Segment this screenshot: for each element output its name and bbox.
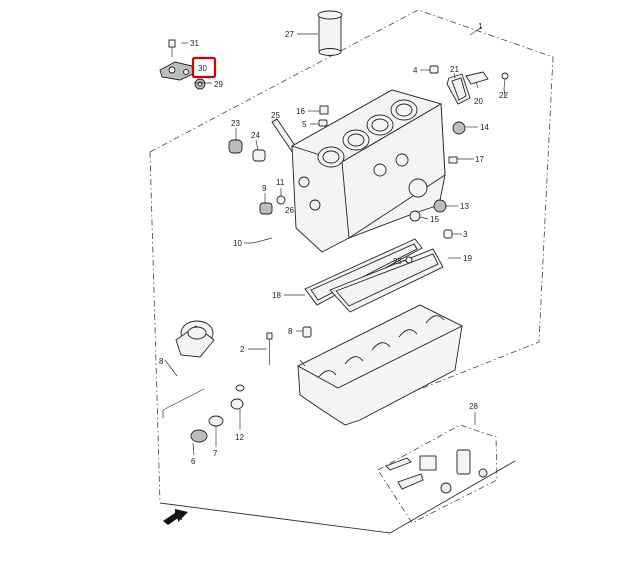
part-17-fitting (448, 156, 458, 164)
callout-labels: 1 2 3 4 5 6 7 8 8 9 10 11 12 13 14 15 16… (159, 22, 508, 466)
callout-28: 28 (469, 402, 478, 411)
part-25-bolt (405, 256, 413, 264)
callout-30: 30 (198, 64, 207, 73)
callout-31: 31 (190, 39, 199, 48)
callout-16: 16 (296, 107, 305, 116)
part-8-plug-upper (302, 326, 312, 338)
callout-14: 14 (480, 123, 489, 132)
part-16-stud (319, 105, 329, 115)
part-13-plug (433, 199, 447, 213)
part-31-bolt (168, 39, 176, 57)
callout-25a: 25 (271, 111, 280, 120)
callout-7: 7 (213, 449, 218, 458)
assembly-frame (149, 9, 554, 534)
part-30-bracket (159, 61, 194, 81)
part-3-plug (443, 229, 453, 239)
highlight-box (191, 56, 217, 79)
callout-24: 24 (251, 131, 260, 140)
part-7-fitting (208, 415, 224, 427)
part-2-bolt (266, 332, 273, 365)
callout-26: 26 (285, 206, 294, 215)
callout-19: 19 (463, 254, 472, 263)
leader-lines (181, 33, 506, 456)
front-label: FR (172, 513, 183, 522)
callout-13: 13 (460, 202, 469, 211)
part-oil-adapter (175, 320, 215, 358)
callout-1: 1 (478, 22, 483, 31)
part-20-cover (465, 71, 489, 85)
part-24-dowel (252, 149, 266, 162)
callout-9: 9 (262, 184, 267, 193)
part-15-seal (409, 210, 421, 222)
part-11-washer (276, 195, 286, 205)
cylinder-block (290, 89, 446, 253)
callout-15: 15 (430, 215, 439, 224)
part-19-gasket (329, 248, 444, 313)
part-9-plug (259, 202, 273, 215)
part-10-pin (252, 237, 273, 244)
part-5-plug (318, 119, 328, 127)
callout-17: 17 (475, 155, 484, 164)
bracket-lines (162, 359, 205, 418)
part-21-plate (446, 73, 471, 105)
callout-27: 27 (285, 30, 294, 39)
callout-11: 11 (276, 178, 285, 187)
part-23-plug (228, 139, 243, 154)
front-direction-arrow: FR (163, 509, 188, 525)
callout-18: 18 (272, 291, 281, 300)
callout-6: 6 (191, 457, 196, 466)
part-14-plug (452, 121, 466, 135)
part-12-fitting (230, 384, 245, 410)
callout-12: 12 (235, 433, 244, 442)
callout-29: 29 (214, 80, 223, 89)
callout-23: 23 (231, 119, 240, 128)
crankcase (297, 304, 464, 426)
callout-25b: 25 (393, 257, 402, 266)
part-22-bolt (501, 72, 509, 90)
callout-22: 22 (499, 91, 508, 100)
callout-4: 4 (413, 66, 418, 75)
part-27-liner (317, 10, 343, 56)
callout-21: 21 (450, 65, 459, 74)
callout-3: 3 (463, 230, 468, 239)
part-6-fitting (190, 429, 208, 443)
part-4-plug (429, 65, 439, 74)
callout-5: 5 (302, 120, 307, 129)
callout-8b: 8 (159, 357, 164, 366)
callout-10: 10 (233, 239, 242, 248)
callout-8a: 8 (288, 327, 293, 336)
callout-20: 20 (474, 97, 483, 106)
callout-2: 2 (240, 345, 245, 354)
part-29-nut (194, 78, 206, 90)
part-28-gasket-kit (377, 424, 498, 524)
